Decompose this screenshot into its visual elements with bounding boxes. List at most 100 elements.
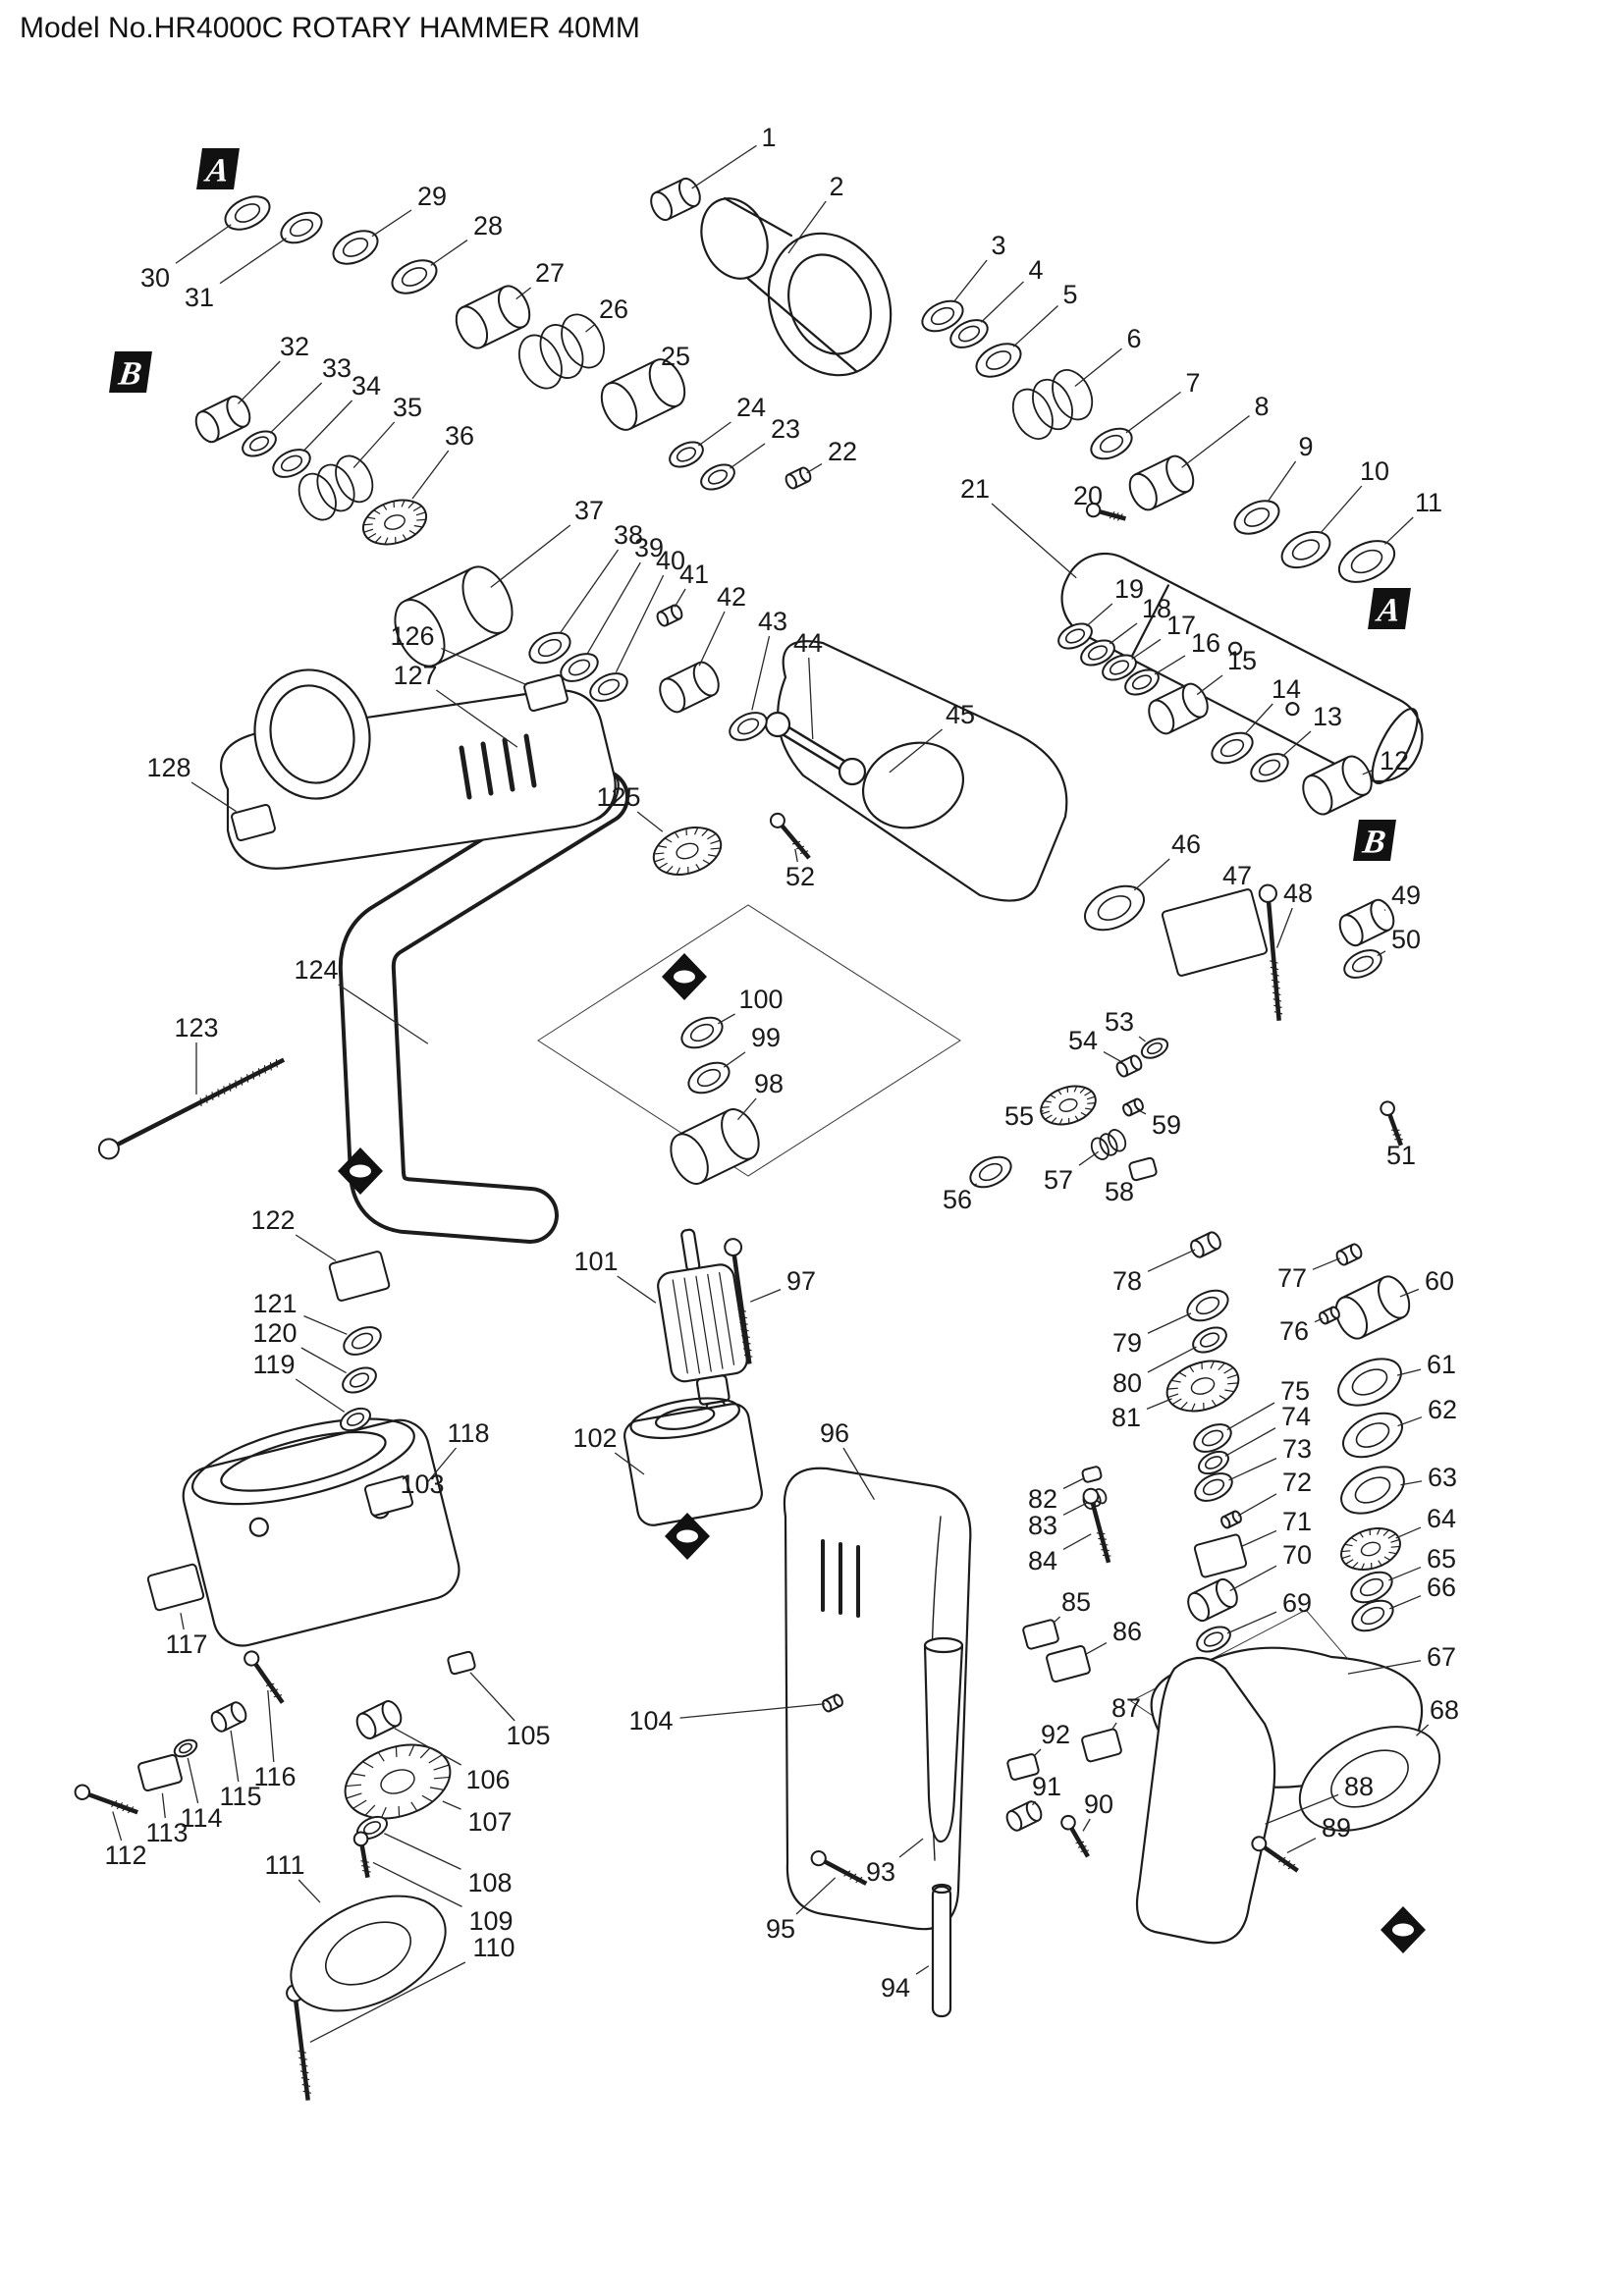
leader-line <box>1226 1611 1277 1634</box>
part-label-9: 9 <box>1298 432 1313 461</box>
part-label-18: 18 <box>1142 594 1171 623</box>
leader-line <box>1275 907 1293 948</box>
leader-line <box>1347 1660 1422 1675</box>
part-label-81: 81 <box>1111 1403 1141 1432</box>
part-label-126: 126 <box>390 621 434 651</box>
part-label-19: 19 <box>1114 574 1144 604</box>
part-label-84: 84 <box>1028 1546 1057 1575</box>
connection-marker-b: B <box>109 351 152 393</box>
part-label-42: 42 <box>717 582 746 612</box>
leader-line <box>1138 1036 1146 1042</box>
leader-line <box>1395 1136 1399 1142</box>
part-label-36: 36 <box>445 421 474 451</box>
part-label-83: 83 <box>1028 1511 1057 1540</box>
part-label-32: 32 <box>280 332 309 361</box>
part-label-27: 27 <box>535 258 565 288</box>
part-label-37: 37 <box>574 496 604 525</box>
leader-line <box>190 781 237 813</box>
leader-line <box>1039 1109 1044 1113</box>
part-label-10: 10 <box>1360 456 1389 486</box>
leader-line <box>1389 1595 1422 1610</box>
part-label-59: 59 <box>1152 1110 1181 1140</box>
grease-marker <box>665 1513 710 1560</box>
part-label-75: 75 <box>1280 1376 1310 1406</box>
leader-line <box>794 848 798 863</box>
part-label-29: 29 <box>417 182 447 211</box>
part-label-63: 63 <box>1428 1463 1457 1492</box>
leader-line <box>411 450 450 500</box>
part-label-90: 90 <box>1084 1789 1113 1819</box>
leader-line <box>230 1730 240 1783</box>
leader-line <box>515 287 532 300</box>
leader-line <box>980 281 1024 323</box>
part-label-12: 12 <box>1380 746 1409 775</box>
leader-line <box>1147 1346 1197 1373</box>
part-label-122: 122 <box>250 1205 295 1235</box>
part-label-11: 11 <box>1415 488 1442 517</box>
part-label-13: 13 <box>1313 702 1342 731</box>
part-number-labels: 1234567891011121314151617181920212223242… <box>104 123 1459 2002</box>
part-label-44: 44 <box>793 628 823 658</box>
leader-line <box>717 1013 735 1025</box>
part-label-73: 73 <box>1282 1434 1312 1464</box>
leader-line <box>490 524 571 588</box>
part-label-74: 74 <box>1281 1402 1311 1431</box>
leader-line <box>1397 1416 1423 1427</box>
part-label-41: 41 <box>679 560 709 589</box>
part-label-111: 111 <box>264 1850 304 1880</box>
part-label-88: 88 <box>1344 1772 1374 1801</box>
part-label-55: 55 <box>1004 1101 1034 1131</box>
crank-housing-outline <box>777 640 1068 902</box>
leader-line <box>585 323 596 333</box>
leader-line <box>269 382 323 434</box>
part-label-106: 106 <box>465 1765 510 1794</box>
leader-line <box>674 588 686 608</box>
leader-line <box>1139 1110 1147 1115</box>
leader-line <box>1400 1480 1423 1486</box>
leader-line <box>300 1347 347 1374</box>
part-label-5: 5 <box>1062 280 1077 309</box>
connection-marker-a: A <box>196 148 240 189</box>
part-label-6: 6 <box>1126 324 1141 353</box>
part-label-48: 48 <box>1283 879 1313 908</box>
leader-line <box>1314 1317 1323 1323</box>
leader-line <box>614 1452 645 1475</box>
leader-line <box>1268 460 1297 502</box>
leader-line <box>953 259 988 302</box>
grease-marker <box>338 1148 383 1195</box>
leader-line <box>586 561 641 654</box>
leader-line <box>787 200 827 254</box>
part-label-70: 70 <box>1282 1540 1312 1570</box>
leader-line <box>1281 730 1312 758</box>
leader-line <box>691 144 757 189</box>
part-label-76: 76 <box>1279 1316 1309 1346</box>
part-label-25: 25 <box>661 342 690 371</box>
part-label-80: 80 <box>1112 1368 1142 1398</box>
leader-line <box>371 209 412 238</box>
part-label-26: 26 <box>599 294 628 324</box>
part-label-57: 57 <box>1044 1165 1073 1195</box>
part-label-53: 53 <box>1105 1007 1134 1037</box>
leader-line <box>974 1183 977 1186</box>
leader-line <box>298 1879 321 1903</box>
part-label-38: 38 <box>614 520 643 550</box>
leader-line <box>1242 1529 1277 1547</box>
leader-line <box>1085 1641 1108 1655</box>
leader-line <box>338 984 429 1044</box>
part-label-8: 8 <box>1254 392 1269 421</box>
part-label-52: 52 <box>785 862 815 891</box>
leader-line <box>1244 703 1273 735</box>
part-label-113: 113 <box>145 1818 188 1847</box>
housing-cover-outline <box>220 668 617 870</box>
leader-line <box>915 1965 930 1975</box>
leader-line <box>112 1811 123 1842</box>
part-label-1: 1 <box>761 123 776 152</box>
part-label-65: 65 <box>1427 1544 1456 1574</box>
leader-line <box>1237 1493 1277 1517</box>
leader-line <box>1032 1800 1037 1806</box>
leader-line <box>1320 485 1363 534</box>
part-label-20: 20 <box>1073 481 1103 510</box>
leader-line <box>679 1703 826 1719</box>
leader-line <box>889 728 944 774</box>
